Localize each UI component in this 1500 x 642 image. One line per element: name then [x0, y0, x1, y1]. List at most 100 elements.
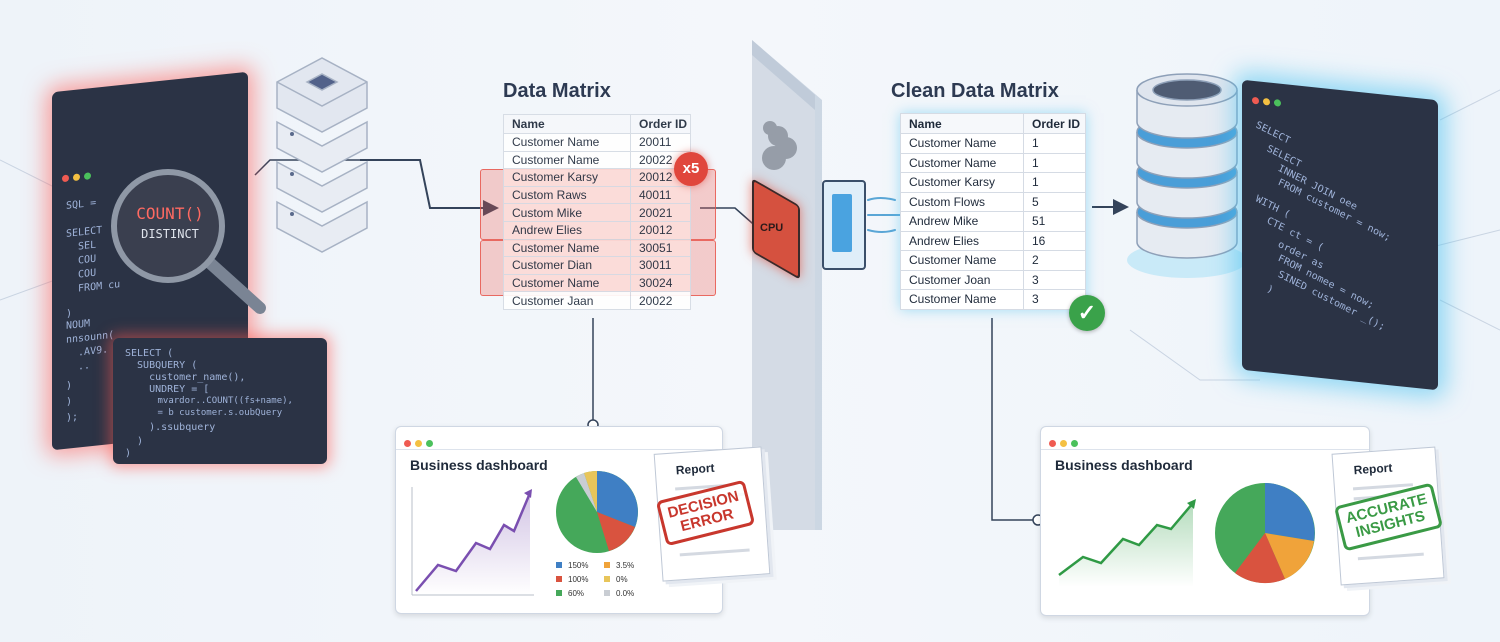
window-titlebar [1041, 427, 1369, 450]
cell-order-id: 20021 [630, 203, 691, 222]
code-line: NOUM [66, 318, 91, 332]
smoke-icon [762, 121, 797, 170]
lens-count-text: COUNT() [136, 204, 204, 223]
report-title: Report [675, 460, 715, 478]
growth-line-chart [1058, 499, 1196, 587]
cell-name: Customer Name [503, 273, 631, 293]
cell-name: Customer Karsy [503, 168, 631, 187]
clean-data-matrix-title: Clean Data Matrix [891, 80, 1059, 102]
cell-order-id: 20011 [630, 133, 691, 152]
cell-order-id: 40011 [630, 185, 691, 205]
code-line: = b customer.s.oubQuery [125, 408, 283, 418]
code-line: mvardor..COUNT((fs+name), [125, 396, 293, 406]
code-line: .. [66, 360, 91, 374]
window-titlebar [396, 427, 722, 450]
legend-item: 0.0% [604, 589, 634, 598]
legend-item: 150% [556, 561, 588, 570]
right-code-window: SELECT SELECT INNER JOIN oee FROM custom… [1242, 79, 1438, 391]
cell-name: Customer Name [503, 133, 631, 152]
clean-cpu-chip [822, 180, 866, 270]
legend-label: 0% [616, 575, 628, 584]
cell-name: Customer Name [503, 238, 631, 258]
cell-order-id: 30024 [630, 273, 691, 293]
column-header: Order ID [1023, 113, 1086, 134]
cpu-label: CPU [760, 222, 784, 234]
cell-order-id: 3 [1023, 269, 1086, 290]
lens-distinct-text: DISTINCT [141, 227, 199, 241]
code-line: SELECT [66, 225, 103, 240]
cell-order-id: 1 [1023, 172, 1086, 193]
legend-label: 150% [568, 561, 589, 570]
cell-name: Customer Jaan [503, 291, 631, 310]
cell-name: Andrew Mike [900, 211, 1024, 232]
cell-name: Customer Name [503, 150, 631, 170]
column-header: Name [503, 114, 631, 134]
column-header: Name [900, 113, 1024, 134]
pie-chart [1215, 483, 1315, 584]
legend-label: 60% [568, 589, 585, 598]
window-controls [1252, 91, 1285, 112]
code-line: SUBQUERY ( [125, 360, 198, 371]
cell-order-id: 30051 [630, 238, 691, 258]
code-line: SQL = [66, 197, 97, 212]
legend-label: 0.0% [616, 589, 635, 598]
cell-order-id: 5 [1023, 191, 1086, 212]
cell-name: Customer Name [900, 250, 1024, 271]
code-line: ) [125, 448, 132, 459]
subquery-code-popup: SELECT ( SUBQUERY ( customer_name(), UND… [113, 338, 327, 464]
magnifier-icon [111, 169, 266, 314]
code-line: customer_name(), [125, 372, 246, 383]
server-stack-icon [276, 57, 368, 253]
code-line: COU [66, 267, 97, 282]
code-line: SEL [66, 239, 97, 254]
code-line: ); [66, 411, 79, 424]
cell-order-id: 2 [1023, 250, 1086, 271]
legend-item: 3.5% [604, 561, 634, 570]
cell-order-id: 16 [1023, 230, 1086, 251]
cell-name: Andrew Elies [503, 220, 631, 240]
code-line: UNDREY = [ [125, 384, 210, 395]
legend-label: 3.5% [616, 561, 635, 570]
dashboard-title: Business dashboard [1055, 457, 1193, 473]
cell-order-id: 20012 [630, 220, 691, 240]
code-line: SELECT ( [125, 348, 174, 359]
cell-name: Customer Name [900, 289, 1024, 310]
code-line: ).ssubquery [125, 422, 216, 433]
legend-label: 100% [568, 575, 589, 584]
cell-name: Custom Mike [503, 203, 631, 222]
cell-name: Custom Flows [900, 191, 1024, 212]
cell-order-id: 1 [1023, 133, 1086, 154]
cell-name: Customer Karsy [900, 172, 1024, 193]
report-title: Report [1353, 460, 1393, 478]
code-line: ) [66, 380, 73, 392]
cell-order-id: 51 [1023, 211, 1086, 232]
code-line: ) [66, 308, 73, 320]
legend-item: 0% [604, 575, 628, 584]
cell-order-id: 20022 [630, 291, 691, 310]
cell-name: Custom Raws [503, 185, 631, 205]
code-line: ) [1253, 277, 1275, 297]
cell-name: Customer Name [900, 133, 1024, 154]
legend-item: 60% [556, 589, 584, 598]
check-icon: ✓ [1069, 295, 1105, 331]
dashboard-title: Business dashboard [410, 457, 548, 473]
code-line: nnsounn( [66, 329, 115, 346]
